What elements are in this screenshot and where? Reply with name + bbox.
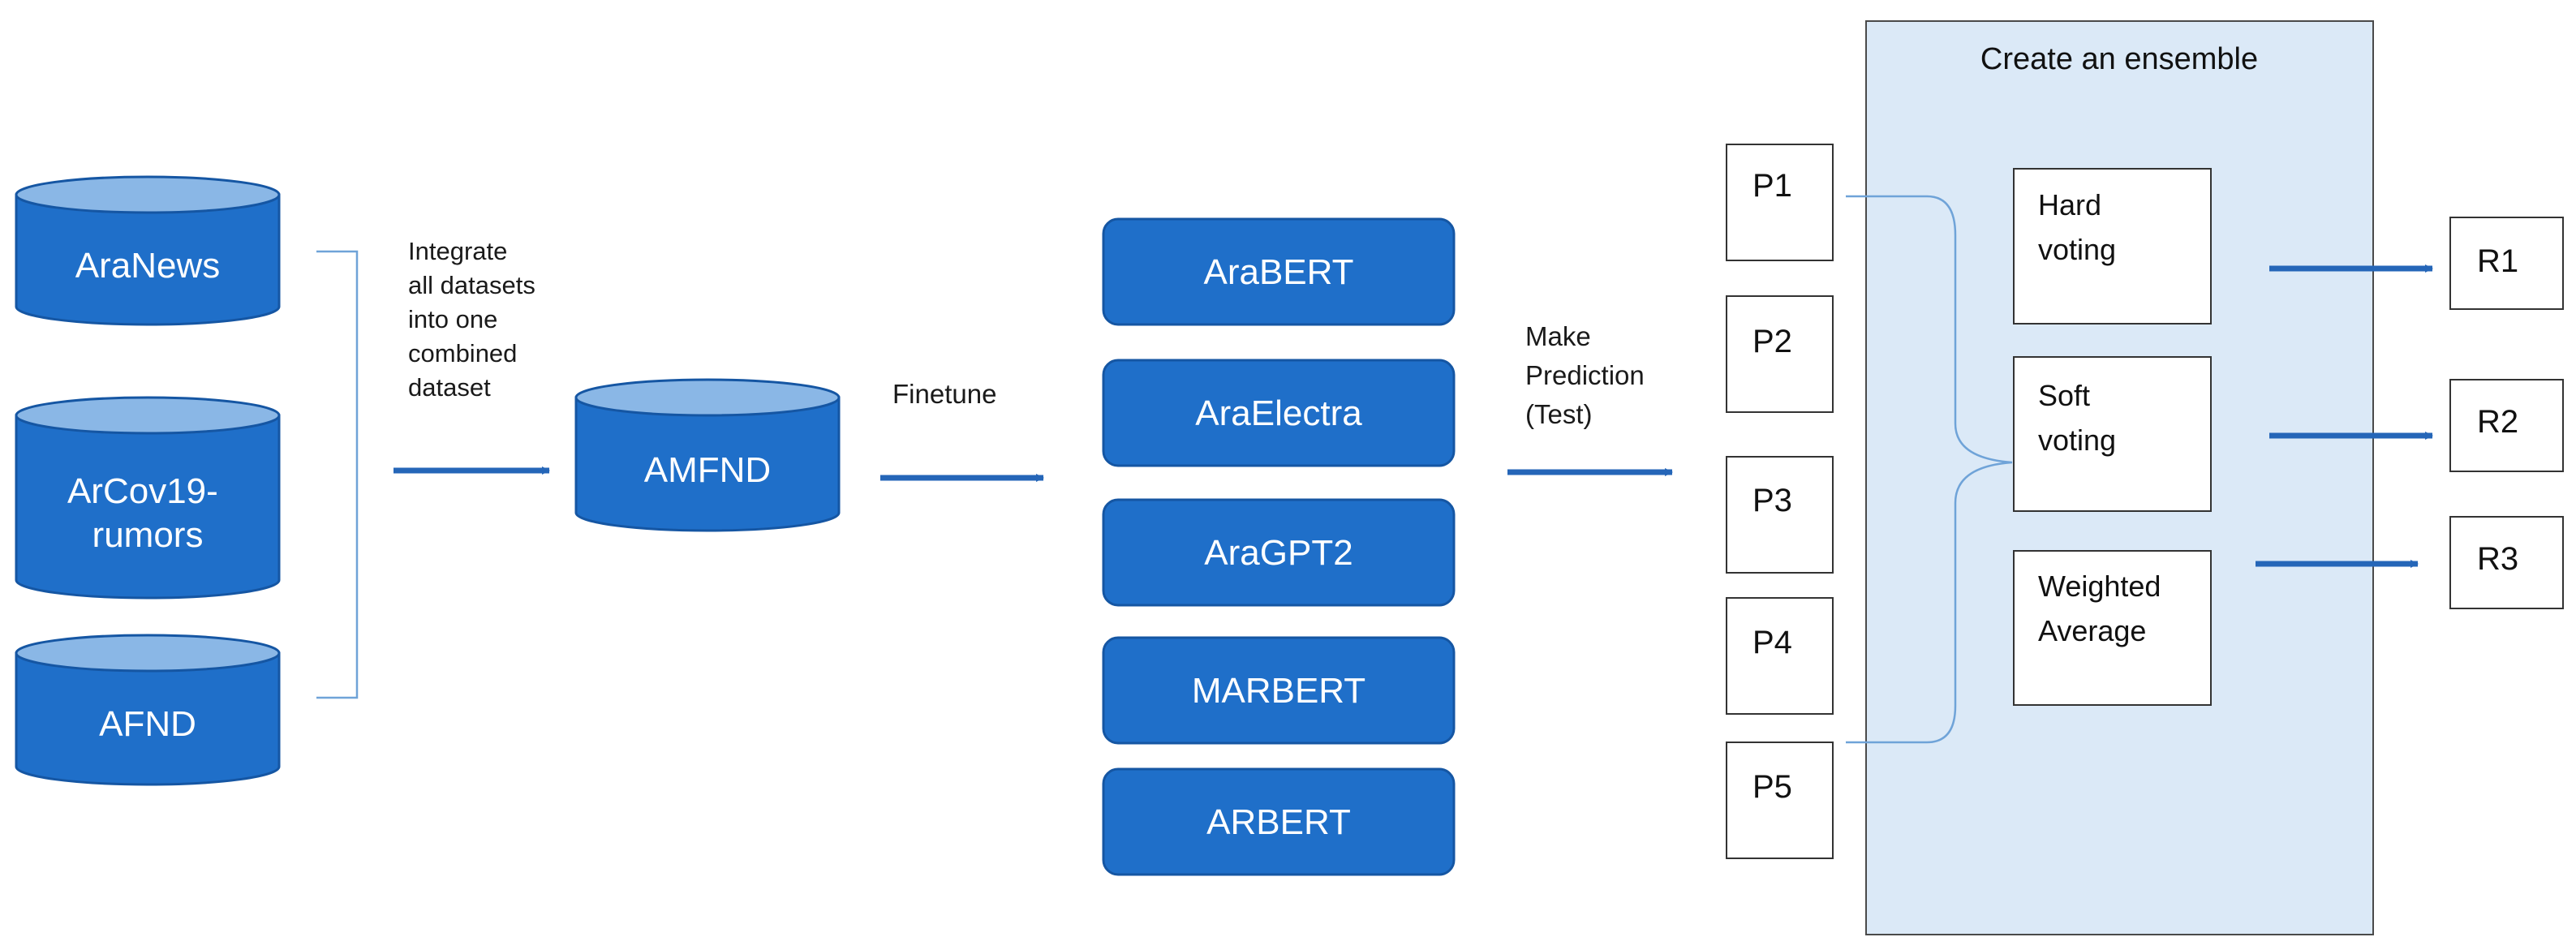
prediction-label: P1 bbox=[1752, 168, 1792, 204]
result-label: R3 bbox=[2477, 541, 2518, 577]
finetune-label: Finetune bbox=[892, 379, 996, 409]
prediction-box-p1: P1 bbox=[1726, 144, 1834, 261]
prediction-box-p5: P5 bbox=[1726, 742, 1834, 859]
result-box-r3: R3 bbox=[2449, 516, 2564, 609]
integrate-note: Integrate all datasets into one combined… bbox=[408, 237, 542, 402]
model-label: MARBERT bbox=[1192, 671, 1365, 711]
prediction-label: P3 bbox=[1752, 483, 1792, 518]
model-box-arbert: ARBERT bbox=[1102, 767, 1456, 876]
prediction-box-p4: P4 bbox=[1726, 597, 1834, 715]
model-box-marbert: MARBERT bbox=[1102, 636, 1456, 745]
model-box-arabert: AraBERT bbox=[1102, 217, 1456, 326]
prediction-box-p2: P2 bbox=[1726, 295, 1834, 413]
method-label: Hard voting bbox=[2038, 188, 2116, 266]
result-box-r2: R2 bbox=[2449, 379, 2564, 472]
model-label: AraBERT bbox=[1203, 252, 1353, 292]
method-box-weighted-average: Weighted Average bbox=[2013, 550, 2212, 706]
dataset-cylinder-aranews: AraNews bbox=[15, 175, 281, 326]
method-label: Weighted Average bbox=[2038, 570, 2169, 647]
result-box-r1: R1 bbox=[2449, 217, 2564, 310]
model-box-aragpt2: AraGPT2 bbox=[1102, 498, 1456, 607]
dataset-label: ArCov19- rumors bbox=[67, 471, 228, 555]
prediction-label: P5 bbox=[1752, 769, 1792, 805]
method-box-soft-voting: Soft voting bbox=[2013, 356, 2212, 512]
model-label: AraElectra bbox=[1195, 393, 1362, 433]
dataset-cylinder-arcov19-rumors: ArCov19- rumors bbox=[15, 396, 281, 600]
result-label: R1 bbox=[2477, 243, 2518, 279]
prediction-label: P4 bbox=[1752, 625, 1792, 660]
method-label: Soft voting bbox=[2038, 379, 2116, 457]
combined-dataset-label: AMFND bbox=[644, 450, 771, 490]
result-label: R2 bbox=[2477, 404, 2518, 440]
dataset-label: AFND bbox=[99, 704, 196, 744]
model-label: ARBERT bbox=[1206, 802, 1351, 842]
predict-note: Make Prediction (Test) bbox=[1525, 321, 1652, 429]
dataset-label: AraNews bbox=[75, 246, 221, 286]
dataset-cylinder-afnd: AFND bbox=[15, 634, 281, 786]
dataset-bracket bbox=[316, 250, 359, 699]
prediction-box-p3: P3 bbox=[1726, 456, 1834, 574]
prediction-label: P2 bbox=[1752, 324, 1792, 359]
ensemble-title: Create an ensemble bbox=[1980, 42, 2258, 76]
model-box-araelectra: AraElectra bbox=[1102, 359, 1456, 467]
model-label: AraGPT2 bbox=[1204, 533, 1353, 573]
method-box-hard-voting: Hard voting bbox=[2013, 168, 2212, 325]
combined-dataset-cylinder: AMFND bbox=[574, 378, 841, 532]
prediction-brace bbox=[1846, 195, 2013, 744]
